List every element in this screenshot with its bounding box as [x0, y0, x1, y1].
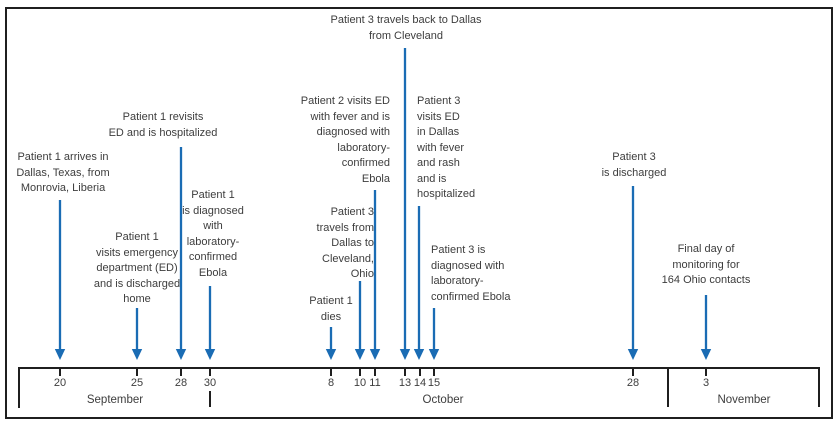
event-label-patient1-visits-ed: Patient 1 visits emergency department (E…: [93, 231, 181, 305]
tick-label: 28: [174, 377, 188, 389]
tick-mark: [419, 369, 421, 376]
tick-mark: [330, 369, 332, 376]
axis-left-end: [18, 367, 20, 408]
event-label-final-day-monitoring: Final day of monitoring for 164 Ohio con…: [661, 243, 751, 286]
month-label-september: September: [86, 394, 144, 406]
month-label-october: October: [422, 394, 464, 406]
event-label-patient2-visits-ed-diagnosed: Patient 2 visits ED with fever and is di…: [300, 95, 390, 185]
tick-mark: [59, 369, 61, 376]
tick-label: 11: [369, 377, 381, 389]
tick-label: 28: [626, 377, 640, 389]
event-label-patient1-arrives: Patient 1 arrives in Dallas, Texas, from…: [16, 151, 110, 194]
axis-baseline: [19, 367, 820, 369]
tick-label: 3: [702, 377, 710, 389]
event-label-patient3-travels-back-to-dallas: Patient 3 travels back to Dallas from Cl…: [330, 14, 482, 42]
tick-mark: [180, 369, 182, 376]
tick-mark: [359, 369, 361, 376]
event-label-patient1-diagnosed: Patient 1 is diagnosed with laboratory- …: [182, 189, 244, 279]
sep-oct-divider: [209, 391, 211, 407]
tick-label: 13: [398, 377, 412, 389]
tick-mark: [136, 369, 138, 376]
event-label-patient3-diagnosed: Patient 3 is diagnosed with laboratory- …: [431, 244, 511, 303]
event-label-patient1-revisits-ed: Patient 1 revisits ED and is hospitalize…: [108, 111, 218, 139]
tick-mark: [433, 369, 435, 376]
tick-mark: [404, 369, 406, 376]
tick-label: 20: [53, 377, 67, 389]
tick-mark: [374, 369, 376, 376]
oct-nov-divider: [667, 367, 669, 407]
tick-mark: [632, 369, 634, 376]
event-label-patient3-travels-to-cleveland: Patient 3 travels from Dallas to Clevela…: [316, 206, 374, 280]
event-label-patient3-discharged: Patient 3 is discharged: [601, 151, 667, 179]
tick-label: 14: [413, 377, 427, 389]
month-label-november: November: [717, 394, 771, 406]
axis-right-end: [818, 367, 820, 407]
figure-border: [5, 7, 833, 419]
tick-label: 8: [327, 377, 335, 389]
tick-mark: [209, 369, 211, 376]
event-label-patient1-dies: Patient 1 dies: [309, 295, 353, 323]
tick-mark: [705, 369, 707, 376]
event-label-patient3-visits-ed-dallas: Patient 3 visits ED in Dallas with fever…: [417, 95, 476, 200]
tick-label: 25: [130, 377, 144, 389]
tick-label: 30: [203, 377, 217, 389]
tick-label: 10: [353, 377, 367, 389]
tick-label: 15: [427, 377, 441, 389]
